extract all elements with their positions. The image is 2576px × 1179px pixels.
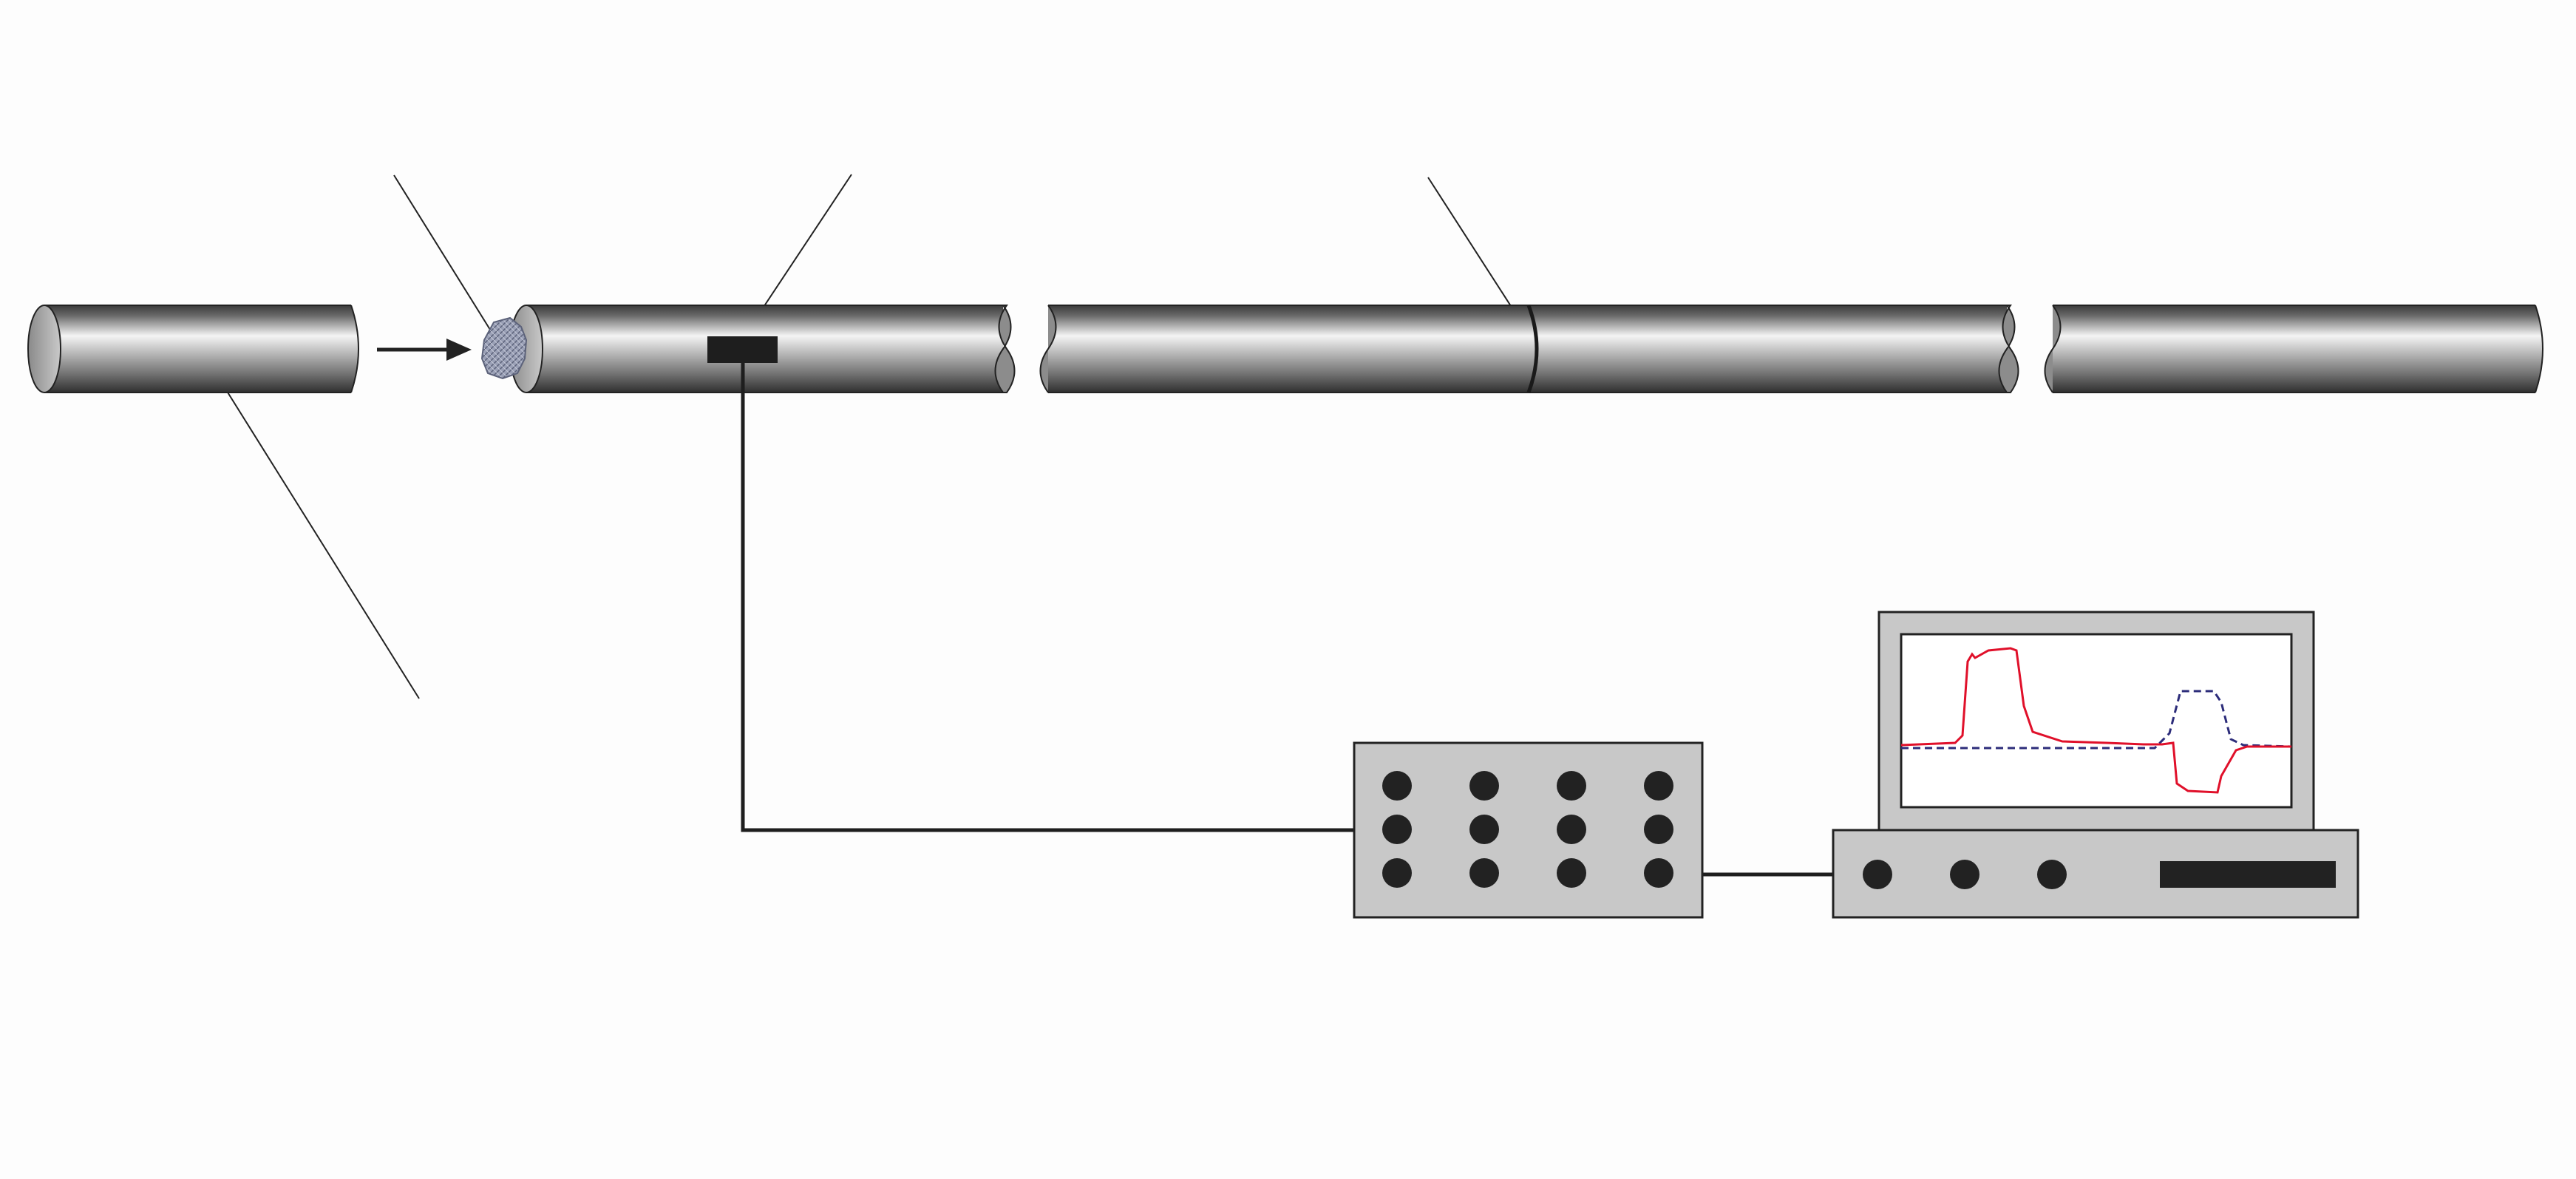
- knob-1-1[interactable]: [1382, 771, 1412, 801]
- base-button-2[interactable]: [1950, 860, 1979, 889]
- knob-2-1[interactable]: [1382, 815, 1412, 844]
- strain-sensor: [707, 336, 778, 363]
- knob-3-2[interactable]: [1469, 858, 1499, 888]
- leader-lines: [199, 174, 1538, 699]
- knob-2-4[interactable]: [1644, 815, 1673, 844]
- monitor-screen: [1900, 633, 2293, 809]
- leader-line-pipe: [199, 347, 420, 699]
- knob-3-1[interactable]: [1382, 858, 1412, 888]
- signal-trace-solid: [1900, 647, 2291, 794]
- knob-3-3[interactable]: [1557, 858, 1586, 888]
- data-acquisition-unit: [1353, 741, 1704, 919]
- base-button-3[interactable]: [2037, 860, 2067, 889]
- knob-1-2[interactable]: [1469, 771, 1499, 801]
- arrow-right-icon: [377, 339, 472, 361]
- knob-1-3[interactable]: [1557, 771, 1586, 801]
- signal-cables: [741, 363, 1833, 877]
- base-button-1[interactable]: [1863, 860, 1892, 889]
- leader-line-pig: [393, 174, 502, 348]
- knob-grid: [1382, 771, 1673, 888]
- pipe-segment-4: [2044, 305, 2543, 393]
- knob-1-4[interactable]: [1644, 771, 1673, 801]
- pipe-segment-1: [27, 305, 359, 393]
- disk-drive-slot: [2160, 861, 2336, 888]
- pipe-end-cap: [27, 305, 61, 393]
- signal-trace-dashed: [1901, 690, 2292, 750]
- knob-2-2[interactable]: [1469, 815, 1499, 844]
- sensor-cable: [741, 363, 1396, 832]
- knob-2-3[interactable]: [1557, 815, 1586, 844]
- weld-joint: [1526, 305, 1539, 393]
- knob-3-4[interactable]: [1644, 858, 1673, 888]
- cleaning-pig-icon: [480, 316, 528, 380]
- monitor-computer: [1832, 611, 2359, 919]
- pipe-segment-3: [1039, 305, 2019, 393]
